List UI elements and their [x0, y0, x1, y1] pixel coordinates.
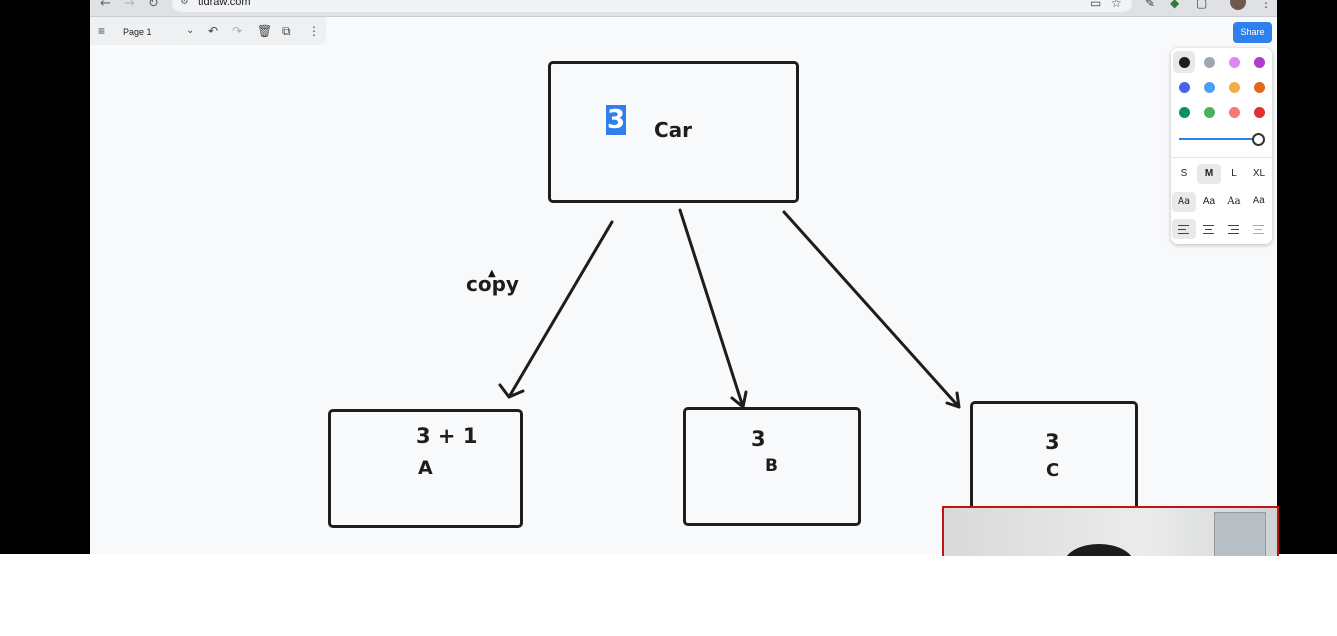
color-swatch-11[interactable] — [1254, 107, 1265, 118]
selected-text[interactable]: 3 — [606, 105, 627, 135]
font-draw[interactable]: Aa — [1172, 192, 1196, 212]
forward-icon[interactable]: → — [124, 0, 135, 11]
color-swatch-7[interactable] — [1254, 82, 1265, 93]
box-a-line1[interactable]: 3 + 1 — [416, 424, 478, 448]
arrow-to-b — [678, 208, 748, 409]
extension-icon[interactable]: ◆ — [1170, 0, 1180, 10]
pen-extension-icon[interactable]: ✎ — [1145, 0, 1156, 10]
color-swatch-8[interactable] — [1179, 107, 1190, 118]
align-left-icon[interactable] — [1172, 219, 1196, 239]
font-mono[interactable]: Aa — [1252, 196, 1265, 207]
color-swatch-2[interactable] — [1229, 57, 1240, 68]
color-swatch-10[interactable] — [1229, 107, 1240, 118]
box-c-line2[interactable]: C — [1046, 460, 1060, 481]
color-swatch-4[interactable] — [1179, 82, 1190, 93]
share-button[interactable]: Share — [1233, 22, 1272, 43]
opacity-slider-thumb[interactable] — [1252, 133, 1265, 146]
box-a-line2[interactable]: A — [418, 457, 433, 479]
color-swatch-3[interactable] — [1254, 57, 1265, 68]
cast-icon[interactable]: ▭ — [1090, 0, 1102, 10]
color-swatch-5[interactable] — [1204, 82, 1215, 93]
size-l[interactable]: L — [1231, 168, 1237, 179]
left-letterbox — [0, 0, 90, 554]
webcam-overlay — [942, 506, 1279, 556]
color-swatch-6[interactable] — [1229, 82, 1240, 93]
undo-icon[interactable]: ↶ — [208, 24, 219, 38]
font-sans[interactable]: Aa — [1202, 196, 1216, 207]
top-toolbar: ≡ Page 1 ⌄ ↶ ↷ 🗑 ⧉ ⋮ — [90, 17, 326, 45]
more-icon[interactable]: ⋮ — [308, 24, 320, 38]
menu-dots-icon[interactable]: ⋮ — [1260, 0, 1272, 10]
star-icon[interactable]: ☆ — [1111, 0, 1122, 10]
arrow-to-a — [498, 220, 614, 399]
box-c-line1[interactable]: 3 — [1045, 430, 1060, 454]
duplicate-icon[interactable]: ⧉ — [282, 24, 291, 38]
size-m[interactable]: M — [1197, 164, 1221, 184]
box-b-line2[interactable]: B — [765, 456, 778, 476]
arrow-to-c — [782, 210, 961, 409]
redo-icon[interactable]: ↷ — [232, 24, 243, 38]
chevron-down-icon[interactable]: ⌄ — [186, 25, 195, 36]
puzzle-icon[interactable]: ▢ — [1196, 0, 1208, 10]
arrows-layer — [498, 208, 961, 409]
font-serif[interactable]: Aa — [1227, 196, 1241, 207]
mouse-cursor-icon: ▲ — [488, 268, 496, 279]
size-s[interactable]: S — [1180, 168, 1188, 179]
top-box-label[interactable]: Car — [654, 118, 693, 142]
color-swatch-9[interactable] — [1204, 107, 1215, 118]
align-right-icon[interactable] — [1222, 219, 1246, 239]
address-bar[interactable]: ⚙ tldraw.com — [172, 0, 1132, 12]
align-center-icon[interactable] — [1197, 219, 1221, 239]
site-info-icon[interactable]: ⚙ — [180, 0, 189, 7]
right-letterbox — [1277, 0, 1337, 554]
url-text: tldraw.com — [198, 0, 251, 8]
color-swatch-0[interactable] — [1179, 57, 1190, 68]
box-b-line1[interactable]: 3 — [751, 427, 766, 451]
color-swatch-1[interactable] — [1204, 57, 1215, 68]
webcam-window — [1214, 512, 1266, 556]
reload-icon[interactable]: ↻ — [148, 0, 159, 11]
webcam-person — [1064, 544, 1134, 556]
box-a[interactable] — [328, 409, 523, 528]
panel-divider — [1171, 157, 1272, 158]
drawing-canvas[interactable]: 3 Car copy 3 + 1 A 3 B 3 C ▲ ≡ Page 1 ⌄ … — [90, 17, 1277, 554]
style-panel: S M L XL Aa Aa Aa Aa — [1171, 48, 1272, 244]
opacity-slider-track[interactable] — [1179, 138, 1259, 140]
align-justify-icon[interactable] — [1247, 219, 1271, 239]
size-xl[interactable]: XL — [1252, 168, 1266, 179]
page-name[interactable]: Page 1 — [123, 27, 152, 37]
box-b[interactable] — [683, 407, 861, 526]
back-icon[interactable]: ← — [100, 0, 111, 11]
browser-bar: ← → ↻ ⚙ tldraw.com ▭ ☆ ✎ ◆ ▢ ⋮ — [90, 0, 1277, 17]
profile-avatar[interactable] — [1230, 0, 1246, 10]
trash-icon[interactable]: 🗑 — [257, 24, 273, 38]
menu-icon[interactable]: ≡ — [98, 24, 106, 38]
top-box[interactable] — [548, 61, 799, 203]
text-selection[interactable]: 3 — [606, 105, 627, 135]
copy-annotation[interactable]: copy — [466, 272, 519, 296]
